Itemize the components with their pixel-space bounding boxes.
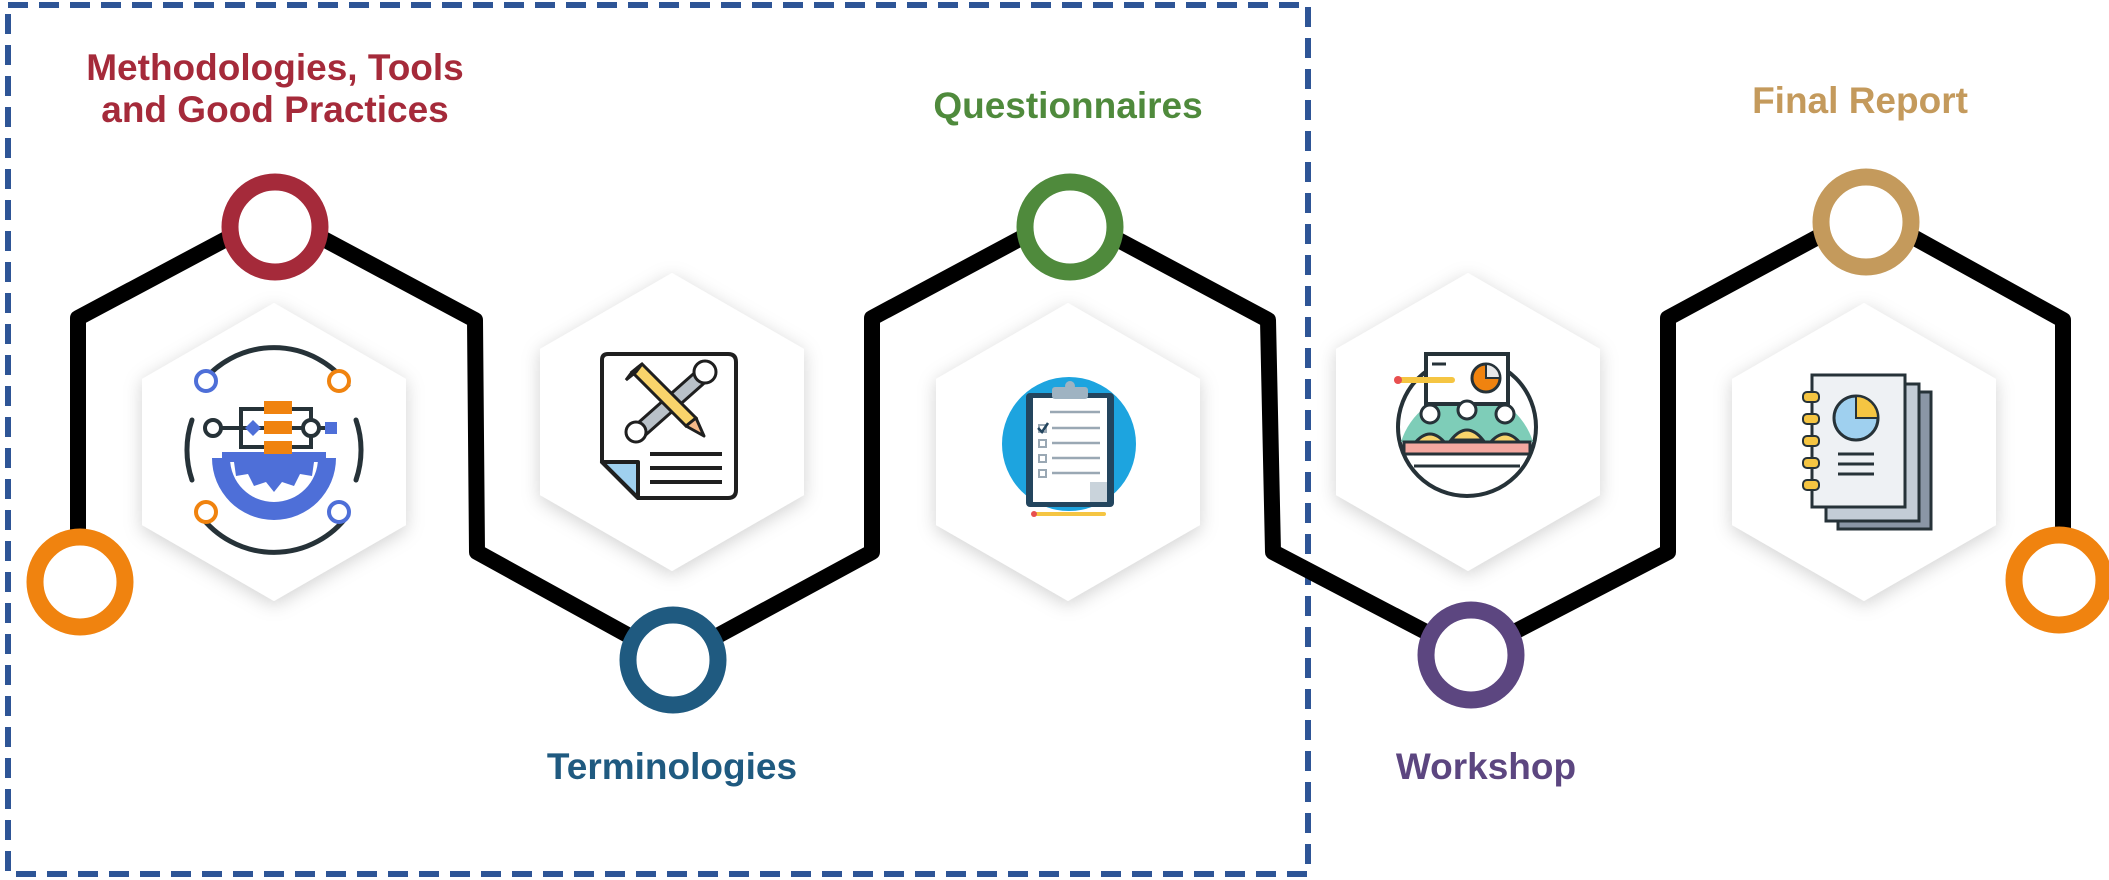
presentation-meeting-icon — [1394, 352, 1538, 498]
node-methodologies — [221, 173, 329, 281]
process-gear-icon — [184, 345, 364, 555]
timeline-nodes — [26, 168, 2109, 714]
node-questionnaires — [1016, 173, 1124, 281]
node-workshop — [1417, 601, 1525, 709]
tools-document-icon — [600, 352, 738, 500]
label-workshop: Workshop — [1395, 746, 1577, 787]
clipboard-checklist-icon — [1002, 377, 1136, 517]
label-final-report: Final Report — [1752, 80, 1968, 121]
node-final-report — [1812, 168, 1920, 276]
start-node — [26, 528, 134, 636]
label-questionnaires: Questionnaires — [933, 85, 1203, 126]
label-methodologies: Methodologies, Tools and Good Practices — [75, 47, 475, 131]
label-terminologies: Terminologies — [546, 746, 798, 787]
label-methodologies-line2: and Good Practices — [101, 89, 449, 130]
node-terminologies — [619, 606, 727, 714]
report-pages-icon — [1802, 373, 1933, 531]
label-methodologies-line1: Methodologies, Tools — [86, 47, 464, 88]
end-node — [2005, 526, 2109, 634]
